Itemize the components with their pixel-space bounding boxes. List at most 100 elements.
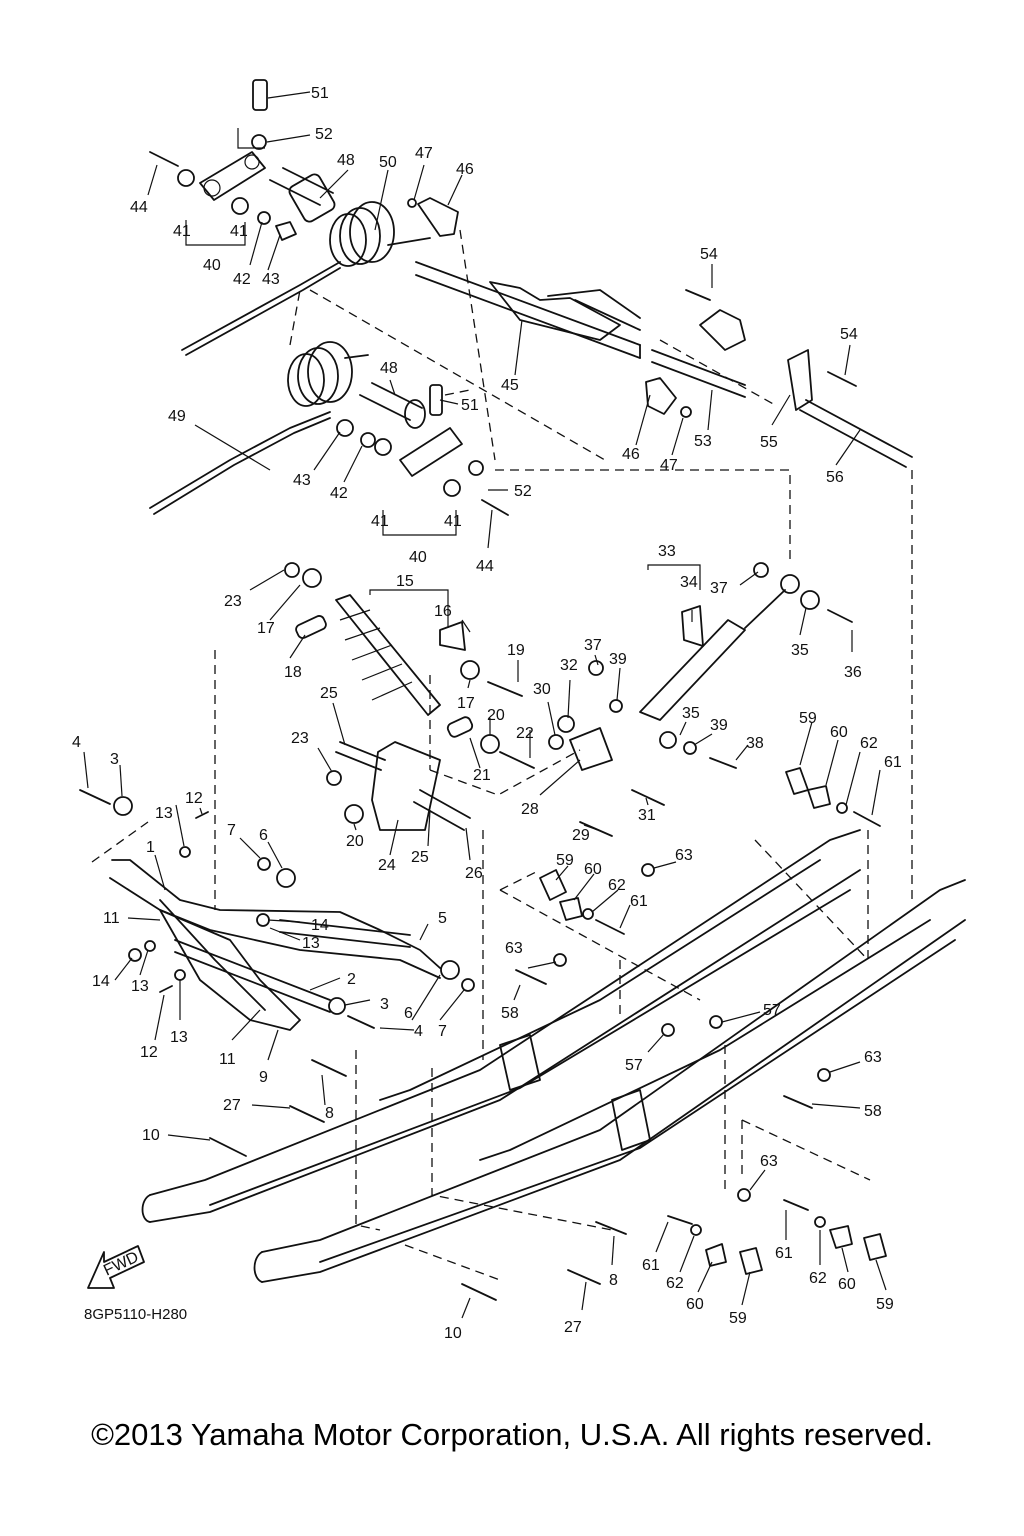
bracket-11	[159, 899, 266, 1011]
callout-23: 23	[224, 593, 242, 610]
bolt-19	[487, 681, 523, 697]
center-pivot-group	[326, 716, 535, 831]
shaft-2	[174, 951, 331, 1013]
clip-47b	[680, 406, 692, 418]
lower-spring-group	[149, 341, 509, 516]
bolt-61d	[783, 1199, 809, 1211]
shock-absorber-15	[335, 594, 441, 716]
callout-59: 59	[556, 852, 574, 869]
callout-8: 8	[325, 1105, 334, 1122]
rail-hardware-group	[209, 767, 887, 1301]
callout-3: 3	[110, 751, 119, 768]
callout-11: 11	[219, 1051, 236, 1068]
callout-labels: 51 52 48 50 47 46 44 41 41 40 42 43 54 5…	[72, 85, 902, 1342]
slide-rails-group	[141, 829, 966, 1283]
callout-47: 47	[660, 457, 678, 474]
callout-63: 63	[675, 847, 693, 864]
callout-62: 62	[666, 1275, 684, 1292]
bushing-35a	[780, 574, 800, 594]
front-arm-group	[79, 789, 475, 1031]
bolt-38	[709, 757, 737, 769]
washer-57b	[709, 1015, 723, 1029]
callout-61: 61	[630, 893, 648, 910]
bolt-8a	[311, 1059, 347, 1077]
callout-41: 41	[173, 223, 191, 240]
callout-28: 28	[521, 801, 539, 818]
callout-47: 47	[415, 145, 433, 162]
bracket-60d	[829, 1225, 853, 1249]
bolt-8b	[595, 1221, 627, 1235]
callout-14: 14	[92, 973, 110, 990]
washer-42b	[360, 432, 376, 448]
bushing-41d	[443, 479, 461, 497]
callout-22: 22	[516, 725, 534, 742]
arm-40b	[399, 427, 463, 477]
callout-2: 2	[347, 971, 356, 988]
callout-46: 46	[622, 446, 640, 463]
nut-23a	[284, 562, 300, 578]
callout-58: 58	[864, 1103, 882, 1120]
callout-5: 5	[438, 910, 447, 927]
callout-41: 41	[230, 223, 248, 240]
spring-50	[329, 201, 431, 267]
bolt-54a	[685, 289, 711, 301]
spring-49	[287, 341, 369, 407]
callout-57: 57	[763, 1002, 781, 1019]
callout-54: 54	[700, 246, 718, 263]
callout-55: 55	[760, 434, 778, 451]
bracket-60b	[559, 897, 583, 921]
collar-3b	[328, 997, 346, 1015]
callout-46: 46	[456, 161, 474, 178]
callout-26: 26	[465, 865, 483, 882]
arm-40a	[199, 151, 266, 201]
callout-12: 12	[185, 790, 203, 807]
callout-51: 51	[461, 397, 479, 414]
callout-50: 50	[379, 154, 397, 171]
group-brackets	[185, 128, 701, 628]
callout-37: 37	[584, 637, 602, 654]
bushing-17b	[460, 660, 480, 680]
callout-17: 17	[257, 620, 275, 637]
callout-13: 13	[170, 1029, 188, 1046]
washer-39b	[683, 741, 697, 755]
callout-61: 61	[884, 754, 902, 771]
callout-58: 58	[501, 1005, 519, 1022]
bolt-10a	[209, 1137, 247, 1157]
callout-42: 42	[233, 271, 251, 288]
callout-25: 25	[411, 849, 429, 866]
callout-52: 52	[315, 126, 333, 143]
label-16	[439, 621, 466, 651]
reference-code: 8GP5110-H280	[84, 1306, 188, 1323]
bolt-61b	[595, 919, 625, 935]
washer-13a	[179, 846, 191, 858]
bolt-36	[827, 609, 853, 623]
washer-13b	[144, 940, 156, 952]
callout-15: 15	[396, 573, 414, 590]
callout-11: 11	[103, 910, 120, 927]
callout-45: 45	[501, 377, 519, 394]
callout-19: 19	[507, 642, 525, 659]
shock-33-group	[548, 562, 853, 837]
bolt-4b	[347, 1015, 375, 1029]
shock-absorber-33	[639, 619, 746, 721]
callout-13: 13	[155, 805, 173, 822]
callout-1: 1	[146, 839, 155, 856]
shock-15-group	[284, 562, 523, 716]
callout-25: 25	[320, 685, 338, 702]
bushing-6b	[440, 960, 460, 980]
nut-52b	[468, 460, 484, 476]
nut-14b	[128, 948, 142, 962]
collar-3a	[113, 796, 133, 816]
callout-6: 6	[259, 827, 268, 844]
washer-7b	[461, 978, 475, 992]
callout-56: 56	[826, 469, 844, 486]
callout-35: 35	[791, 642, 809, 659]
bushing-41a	[177, 169, 195, 187]
slider-59a	[785, 767, 809, 795]
callout-37: 37	[710, 580, 728, 597]
callout-59: 59	[876, 1296, 894, 1313]
callout-43: 43	[262, 271, 280, 288]
callout-34: 34	[680, 574, 698, 591]
shaft-5	[279, 931, 411, 948]
callout-30: 30	[533, 681, 551, 698]
